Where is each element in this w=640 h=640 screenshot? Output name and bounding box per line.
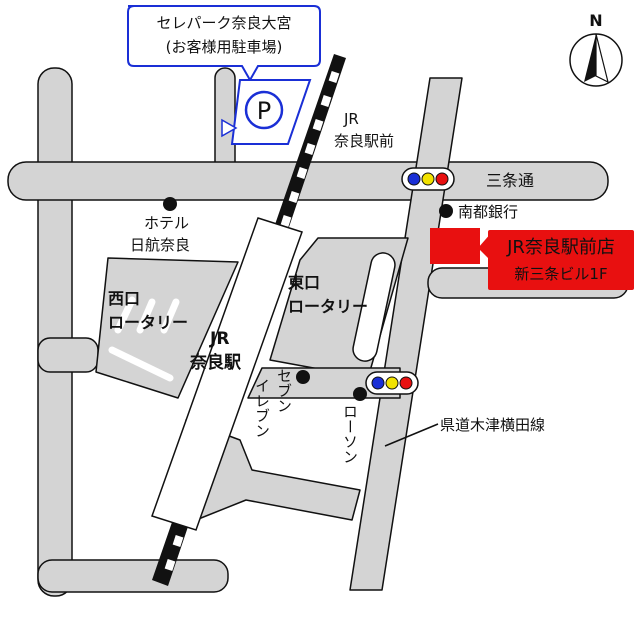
label-seven-2: イレブン: [253, 378, 271, 438]
road-south-horizontal: [37, 559, 229, 593]
label-jr-station-front-1: JR: [343, 110, 359, 128]
label-sanjo-dori: 三条通: [486, 171, 534, 190]
poi-dot-icon: [439, 204, 453, 218]
store-building: 新三条ビル1F: [514, 265, 607, 283]
label-prefectural-road: 県道木津横田線: [440, 416, 545, 434]
label-jr-nara-1: JR: [209, 329, 229, 349]
label-lawson: ローソン: [341, 404, 359, 464]
label-jr-station-front-2: 奈良駅前: [334, 132, 394, 150]
label-nanto-bank: 南都銀行: [458, 203, 518, 221]
leader-line-prefectural-road: [384, 423, 439, 447]
parking-lot[interactable]: P: [221, 79, 312, 145]
label-hotel-1: ホテル: [144, 214, 189, 232]
label-hotel-2: 日航奈良: [130, 236, 190, 254]
jr-nara-station-building: [151, 217, 303, 531]
traffic-signal-south: [365, 371, 419, 395]
road-network: [7, 67, 629, 597]
poi-dot-icon: [353, 387, 367, 401]
road-west-vertical: [37, 67, 73, 597]
label-west-rotary-2: ロータリー: [108, 313, 188, 332]
road-south-diagonal: [185, 419, 361, 521]
label-east-rotary-1: 東口: [288, 273, 320, 292]
store-name: JR奈良駅前店: [506, 237, 615, 258]
east-rotary-island: [352, 252, 396, 362]
label-jr-nara-2: 奈良駅: [189, 352, 242, 373]
road-west-horizontal: [37, 337, 99, 373]
parking-callout: セレパーク奈良大宮 (お客様用駐車場): [127, 5, 321, 83]
parking-icon: [244, 90, 284, 130]
west-rotary-markings: [108, 296, 180, 382]
label-seven-1: セブン: [275, 368, 293, 413]
traffic-signal-north: [401, 167, 455, 191]
road-prefectural: [349, 77, 463, 591]
parking-callout-line2: (お客様用駐車場): [166, 38, 283, 56]
poi-dot-icon: [296, 370, 310, 384]
parking-callout-line1: セレパーク奈良大宮: [156, 14, 291, 32]
north-label: N: [589, 11, 602, 30]
poi-dot-icon: [163, 197, 177, 211]
parking-symbol: P: [257, 97, 271, 125]
label-east-rotary-2: ロータリー: [288, 297, 368, 316]
store-callout[interactable]: JR奈良駅前店 新三条ビル1F: [478, 230, 634, 290]
store-block[interactable]: [430, 228, 480, 264]
label-west-rotary-1: 西口: [108, 289, 140, 308]
north-arrow-icon: N: [569, 11, 623, 87]
